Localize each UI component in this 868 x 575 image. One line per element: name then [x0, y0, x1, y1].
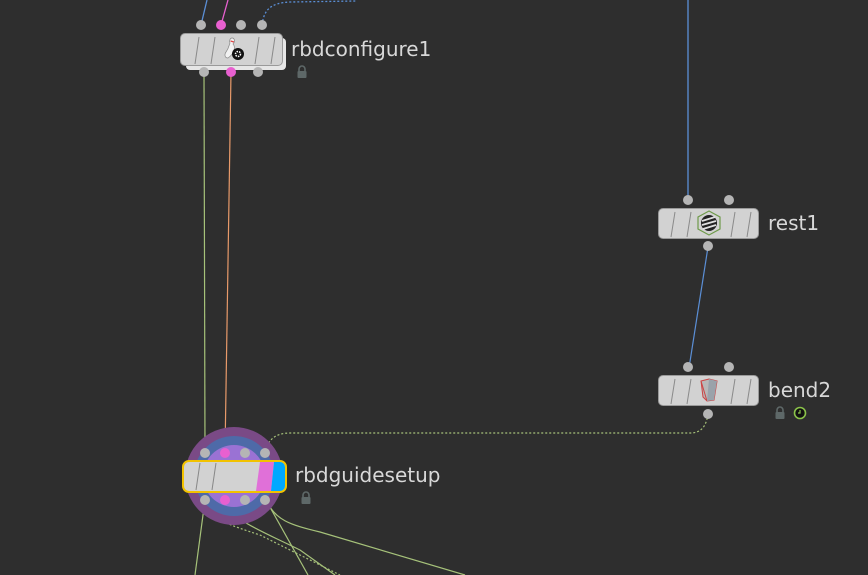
input-port[interactable]: [724, 195, 734, 205]
output-port[interactable]: [703, 241, 713, 251]
input-port[interactable]: [257, 20, 267, 30]
output-port[interactable]: [200, 495, 210, 505]
lock-icon[interactable]: [773, 406, 787, 420]
node-rbdconfigure1[interactable]: rbdconfigure1: [180, 20, 432, 82]
node-label[interactable]: rest1: [768, 211, 820, 235]
input-port[interactable]: [220, 448, 230, 458]
bend-shape-icon: [700, 378, 718, 402]
output-port[interactable]: [240, 495, 250, 505]
node-label[interactable]: rbdconfigure1: [291, 37, 432, 61]
node-body[interactable]: [182, 460, 287, 493]
node-bend2[interactable]: bend2: [658, 362, 838, 424]
node-rest1[interactable]: rest1: [658, 195, 828, 253]
input-port[interactable]: [260, 448, 270, 458]
output-port[interactable]: [220, 495, 230, 505]
output-port[interactable]: [199, 67, 209, 77]
lock-icon[interactable]: [299, 491, 313, 505]
output-port[interactable]: [253, 67, 263, 77]
striped-sphere-icon: [697, 210, 721, 236]
time-dependent-icon: [793, 406, 807, 420]
input-port[interactable]: [240, 448, 250, 458]
output-port[interactable]: [226, 67, 236, 77]
input-port[interactable]: [683, 195, 693, 205]
input-port[interactable]: [683, 362, 693, 372]
input-port[interactable]: [236, 20, 246, 30]
input-port[interactable]: [724, 362, 734, 372]
lock-icon[interactable]: [295, 65, 309, 79]
node-rbdguidesetup[interactable]: rbdguidesetup: [182, 427, 442, 527]
input-port[interactable]: [216, 20, 226, 30]
node-label[interactable]: rbdguidesetup: [295, 463, 441, 487]
bowling-pin-gear-icon: [224, 37, 244, 60]
input-port[interactable]: [200, 448, 210, 458]
node-label[interactable]: bend2: [768, 378, 832, 402]
input-port[interactable]: [196, 20, 206, 30]
output-port[interactable]: [260, 495, 270, 505]
output-port[interactable]: [703, 409, 713, 419]
